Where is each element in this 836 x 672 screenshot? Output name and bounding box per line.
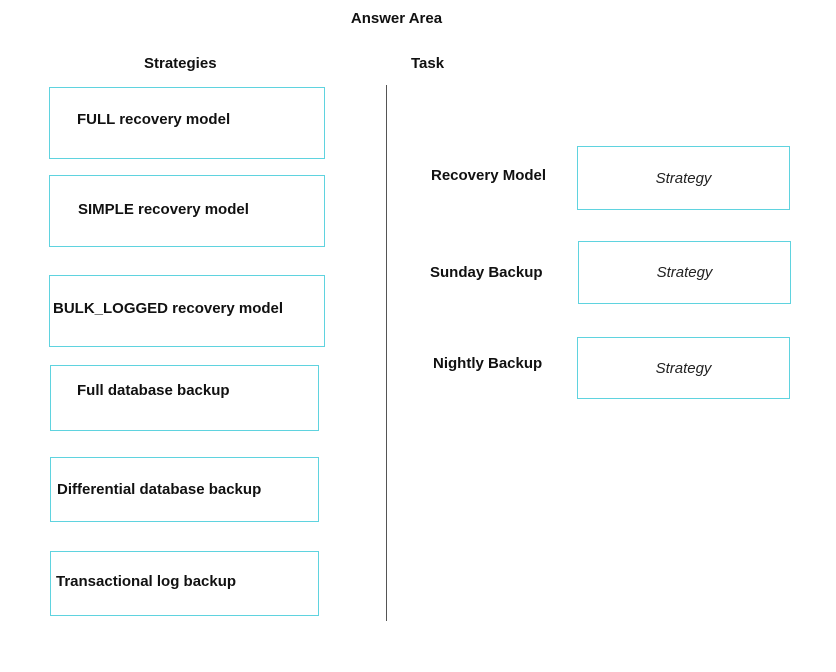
task-label-nightly-backup: Nightly Backup — [433, 355, 543, 372]
strategy-option-simple-recovery-model[interactable]: SIMPLE recovery model — [49, 175, 325, 247]
strategies-heading: Strategies — [144, 55, 217, 72]
strategy-option-label: Differential database backup — [57, 481, 262, 498]
strategy-option-full-recovery-model[interactable]: FULL recovery model — [49, 87, 325, 159]
strategy-option-label: Transactional log backup — [56, 573, 237, 590]
column-divider — [386, 85, 387, 621]
drop-target-placeholder: Strategy — [655, 169, 712, 187]
drop-target-placeholder: Strategy — [655, 359, 712, 377]
strategy-option-full-database-backup[interactable]: Full database backup — [50, 365, 319, 431]
strategy-option-label: SIMPLE recovery model — [78, 201, 249, 218]
strategy-option-label: Full database backup — [77, 382, 230, 399]
drop-target-sunday-backup[interactable]: Strategy — [578, 241, 791, 304]
task-heading: Task — [411, 55, 445, 72]
strategy-option-label: FULL recovery model — [77, 111, 231, 128]
drop-target-nightly-backup[interactable]: Strategy — [577, 337, 790, 399]
strategy-option-label: BULK_LOGGED recovery model — [53, 300, 284, 317]
answer-area-title: Answer Area — [350, 10, 443, 27]
strategy-option-transactional-log-backup[interactable]: Transactional log backup — [50, 551, 319, 616]
task-label-sunday-backup: Sunday Backup — [430, 264, 543, 281]
task-label-recovery-model: Recovery Model — [431, 167, 547, 184]
drop-target-placeholder: Strategy — [656, 264, 713, 281]
strategy-option-bulk-logged-recovery-model[interactable]: BULK_LOGGED recovery model — [49, 275, 325, 347]
drop-target-recovery-model[interactable]: Strategy — [577, 146, 790, 210]
strategy-option-differential-database-backup[interactable]: Differential database backup — [50, 457, 319, 522]
